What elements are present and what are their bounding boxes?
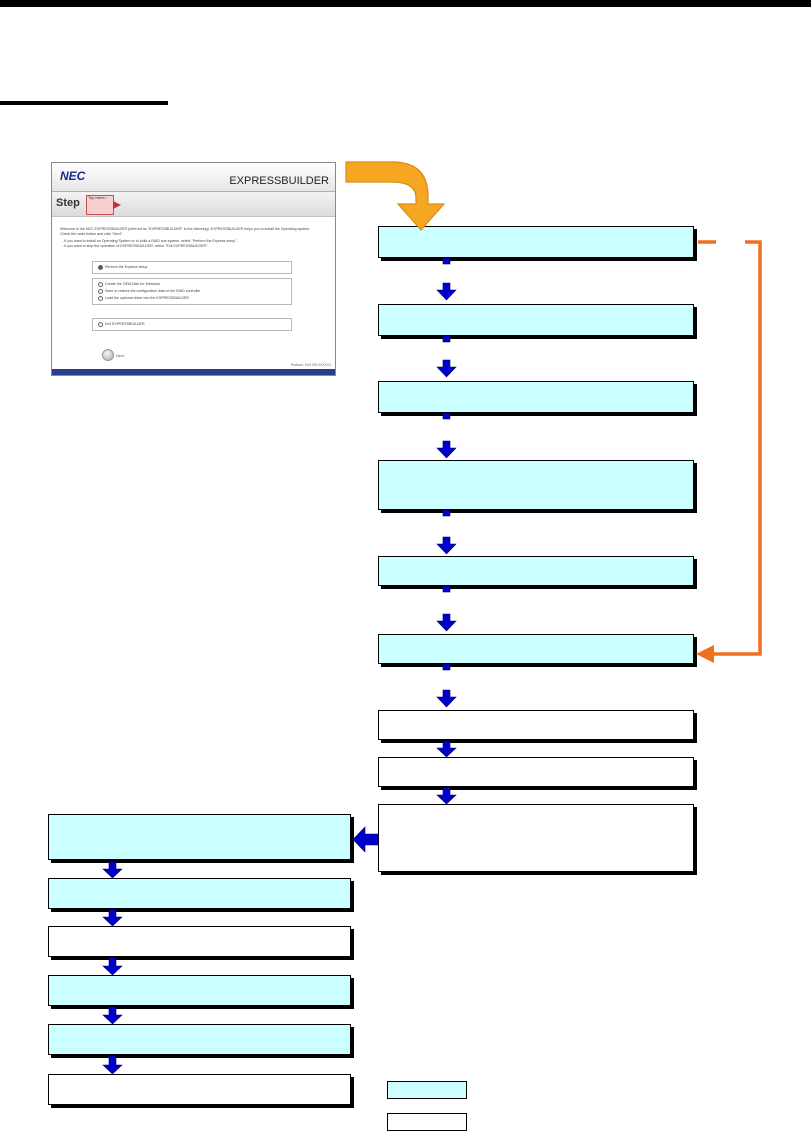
flow-step-4 <box>378 460 694 510</box>
blue-down-arrows-right <box>436 257 457 805</box>
option-group-tools: Create the OEM-Disk for Windows Save or … <box>92 278 292 305</box>
heading-underline <box>0 101 168 105</box>
screenshot-header: NEC EXPRESSBUILDER <box>52 163 335 192</box>
radio-load-driver[interactable] <box>98 296 103 301</box>
top-rule <box>0 0 811 7</box>
option-load-driver: Load the optional driver into the EXPRES… <box>105 296 189 300</box>
radio-oem-disk[interactable] <box>98 282 103 287</box>
screenshot-footer-bar <box>52 369 335 375</box>
legend-swatch-cyan <box>387 1081 467 1099</box>
flow-step-7 <box>378 710 694 740</box>
option-raid-config: Save or restore the configuration data o… <box>105 289 201 293</box>
option-exit: Exit EXPRESSBUILDER <box>105 322 145 326</box>
option-oem-disk: Create the OEM-Disk for Windows <box>105 282 160 286</box>
version-text: Revision: 5.00-000.XXXXXX <box>290 363 331 367</box>
intro-text-2: Check the radio button and click "Next". <box>60 232 124 236</box>
blue-left-arrow <box>352 826 379 853</box>
flow-left-step-3 <box>48 926 351 957</box>
nec-logo: NEC <box>60 169 86 183</box>
radio-exit[interactable] <box>98 322 103 327</box>
step-bar: Step Top menu <box>52 192 335 217</box>
orange-loop-arrow <box>696 240 762 663</box>
legend-swatch-white <box>387 1113 467 1131</box>
flow-step-2 <box>378 304 694 336</box>
flow-step-3 <box>378 381 694 413</box>
blue-down-arrows-left <box>102 861 123 1075</box>
flow-left-step-4 <box>48 975 351 1006</box>
flow-step-1 <box>378 226 694 258</box>
next-button-label: Next <box>116 353 125 358</box>
next-button[interactable] <box>102 349 114 361</box>
flow-left-step-6 <box>48 1074 351 1105</box>
flow-left-step-5 <box>48 1024 351 1055</box>
flow-step-8 <box>378 757 694 787</box>
radio-raid-config[interactable] <box>98 289 103 294</box>
orange-curved-arrow <box>345 161 446 231</box>
step-label: Step <box>56 197 80 209</box>
intro-text-1: Welcome to the NEC EXPRESSBUILDER (refer… <box>60 227 310 231</box>
flow-left-step-2 <box>48 878 351 909</box>
flow-step-5 <box>378 556 694 586</box>
flow-left-step-1 <box>48 814 351 860</box>
flow-step-9 <box>378 804 694 872</box>
option-group-exit: Exit EXPRESSBUILDER <box>92 318 292 331</box>
expressbuilder-screenshot: NEC EXPRESSBUILDER Step Top menu Welcome… <box>51 162 336 376</box>
intro-text-3: - If you want to install an Operating Sy… <box>62 239 238 243</box>
flow-step-6 <box>378 634 694 664</box>
radio-express-setup[interactable] <box>98 265 103 270</box>
intro-text-4: - If you want to stop the operation of E… <box>62 244 209 248</box>
step-arrow-icon <box>113 201 121 209</box>
option-express-setup: Perform the Express setup <box>105 265 148 269</box>
expressbuilder-title: EXPRESSBUILDER <box>229 175 329 187</box>
top-menu-tab-label: Top menu <box>88 195 106 200</box>
option-group-express: Perform the Express setup <box>92 261 292 274</box>
